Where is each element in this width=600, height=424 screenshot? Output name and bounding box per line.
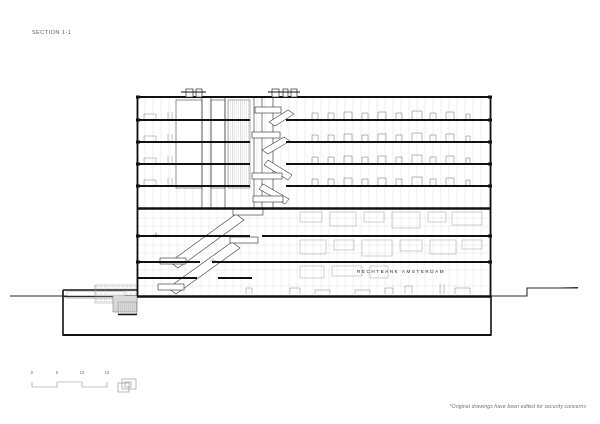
page-title: SECTION 1-1 (32, 30, 72, 36)
scale-bar-graphic (31, 378, 137, 393)
slab-end-marks (136, 95, 492, 264)
entrance-stair-block (94, 284, 138, 316)
scale-tick-15: 15 (104, 370, 110, 375)
scale-tick-10: 10 (79, 370, 85, 375)
atrium-landings (251, 106, 284, 203)
scale-tick-5: 5 (55, 370, 59, 375)
scale-tick-0: 0 (30, 370, 34, 375)
lower-hall-interior (137, 208, 491, 296)
building-envelope (136, 97, 492, 296)
elevator-shaft (227, 99, 251, 189)
escalator-lower (167, 213, 245, 295)
security-disclaimer: *Original drawings have been edited for … (449, 404, 586, 410)
drawing-key-symbol (117, 378, 137, 393)
roof-plant-boxes (185, 88, 298, 98)
scale-bar-labels: 0 5 10 15 (30, 370, 160, 380)
scale-bar: 0 5 10 15 (30, 370, 160, 398)
facade-signage: RECHTBANK AMSTERDAM (357, 269, 446, 274)
